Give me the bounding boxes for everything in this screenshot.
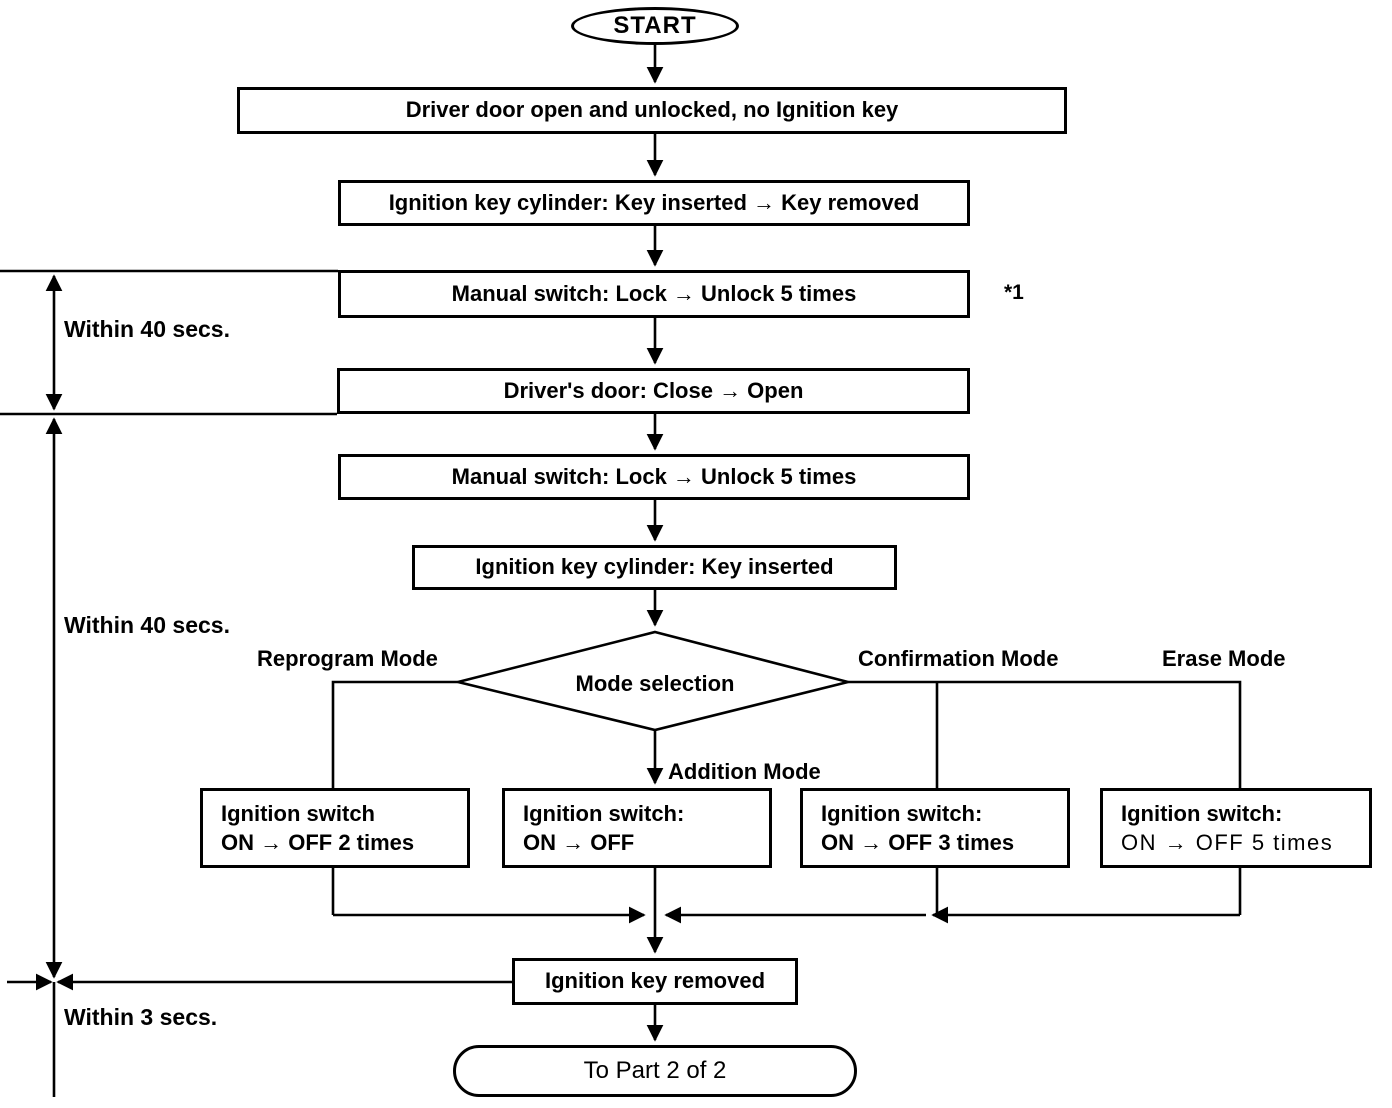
action-erase-line2: ON → OFF 5 times: [1121, 830, 1334, 855]
action-reprogram-mode: Ignition switch ON → OFF 2 times: [200, 788, 470, 868]
branch-lines: [331, 680, 1242, 788]
step-manual-switch-1: Manual switch: Lock → Unlock 5 times: [338, 270, 970, 318]
step-driver-door-open: Driver door open and unlocked, no Igniti…: [237, 87, 1067, 134]
action-confirmation-line2: ON → OFF 3 times: [821, 830, 1015, 855]
action-erase-line1: Ignition switch:: [1121, 801, 1283, 826]
branch-label-confirmation: Confirmation Mode: [858, 646, 1059, 671]
action-confirmation-line1: Ignition switch:: [821, 801, 983, 826]
step-key-inserted: Ignition key cylinder: Key inserted: [412, 545, 897, 590]
action-reprogram-line2: ON → OFF 2 times: [221, 830, 415, 855]
action-addition-line2: ON → OFF: [523, 830, 635, 855]
branch-label-addition: Addition Mode: [668, 759, 821, 784]
timing-label-mid: Within 40 secs.: [64, 612, 230, 638]
branch-label-erase: Erase Mode: [1162, 646, 1286, 671]
action-erase-mode: Ignition switch: ON → OFF 5 times: [1100, 788, 1372, 868]
action-reprogram-line1: Ignition switch: [221, 801, 375, 826]
action-addition-mode: Ignition switch: ON → OFF: [502, 788, 772, 868]
timing-guides: [0, 269, 512, 1097]
branch-label-reprogram: Reprogram Mode: [257, 646, 438, 671]
decision-diamond: [457, 630, 849, 732]
action-confirmation-mode: Ignition switch: ON → OFF 3 times: [800, 788, 1070, 868]
timing-label-top: Within 40 secs.: [64, 316, 230, 342]
step-key-inserted-removed: Ignition key cylinder: Key inserted → Ke…: [338, 180, 970, 226]
decision-label: Mode selection: [575, 671, 735, 696]
merge-lines: [331, 868, 1242, 924]
timing-label-bottom: Within 3 secs.: [64, 1004, 218, 1030]
step-key-removed: Ignition key removed: [512, 958, 798, 1005]
start-terminator: START: [571, 7, 739, 45]
action-addition-line1: Ignition switch:: [523, 801, 685, 826]
step-door-close-open: Driver's door: Close → Open: [337, 368, 970, 414]
step-manual-switch-2: Manual switch: Lock → Unlock 5 times: [338, 454, 970, 500]
end-terminator: To Part 2 of 2: [453, 1045, 857, 1097]
footnote-marker: *1: [1004, 281, 1024, 304]
